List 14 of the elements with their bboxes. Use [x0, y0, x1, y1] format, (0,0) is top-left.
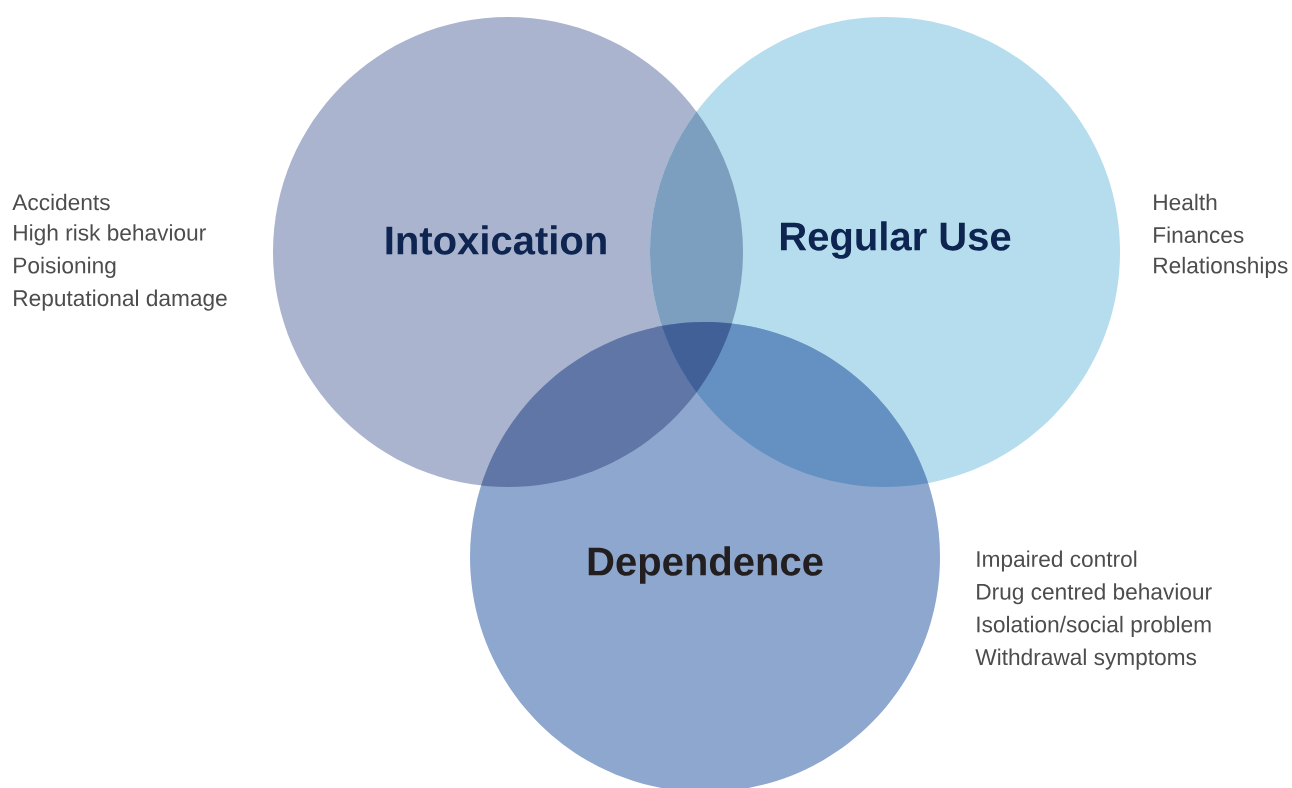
list-item: Withdrawal symptoms: [975, 648, 1197, 670]
circle-title: Regular Use: [781, 221, 1011, 259]
list-item: Finances: [1154, 226, 1244, 244]
list-item: Poisioning: [14, 256, 116, 278]
list-item: Accidents: [12, 193, 110, 211]
list-item: Reputational damage: [14, 289, 227, 311]
list-item: Relationships: [1154, 256, 1288, 278]
circle-title: Intoxication: [386, 225, 606, 255]
list-item: High risk behaviour: [14, 224, 206, 246]
circle-title: Dependence: [588, 546, 823, 584]
list-item: Health: [1154, 193, 1217, 211]
list-item: Impaired control: [977, 550, 1137, 572]
list-item: Drug centred behaviour: [977, 583, 1212, 605]
list-item: Isolation/social problem: [977, 615, 1211, 637]
